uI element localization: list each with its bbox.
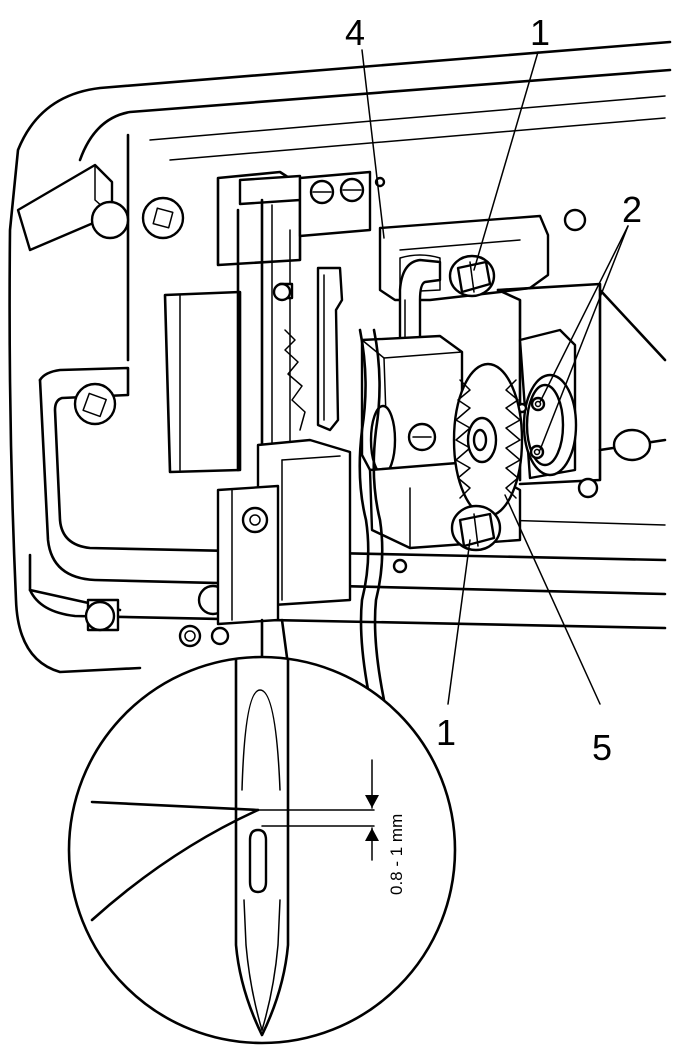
needle-detail: 0.8 - 1 mm [67, 655, 457, 1045]
label-1-top: 1 [530, 12, 550, 53]
leader-lines [361, 49, 629, 705]
label-5: 5 [592, 727, 612, 768]
thumb-screw-bottom [450, 504, 502, 552]
label-1-bottom: 1 [436, 712, 456, 753]
thumb-screw-top [448, 254, 496, 298]
label-2: 2 [622, 189, 642, 230]
machine-bed [8, 40, 672, 674]
gear-disc [452, 362, 524, 518]
measurement-label: 0.8 - 1 mm [387, 814, 406, 895]
label-4: 4 [345, 12, 365, 53]
hook-mechanism [163, 170, 667, 702]
